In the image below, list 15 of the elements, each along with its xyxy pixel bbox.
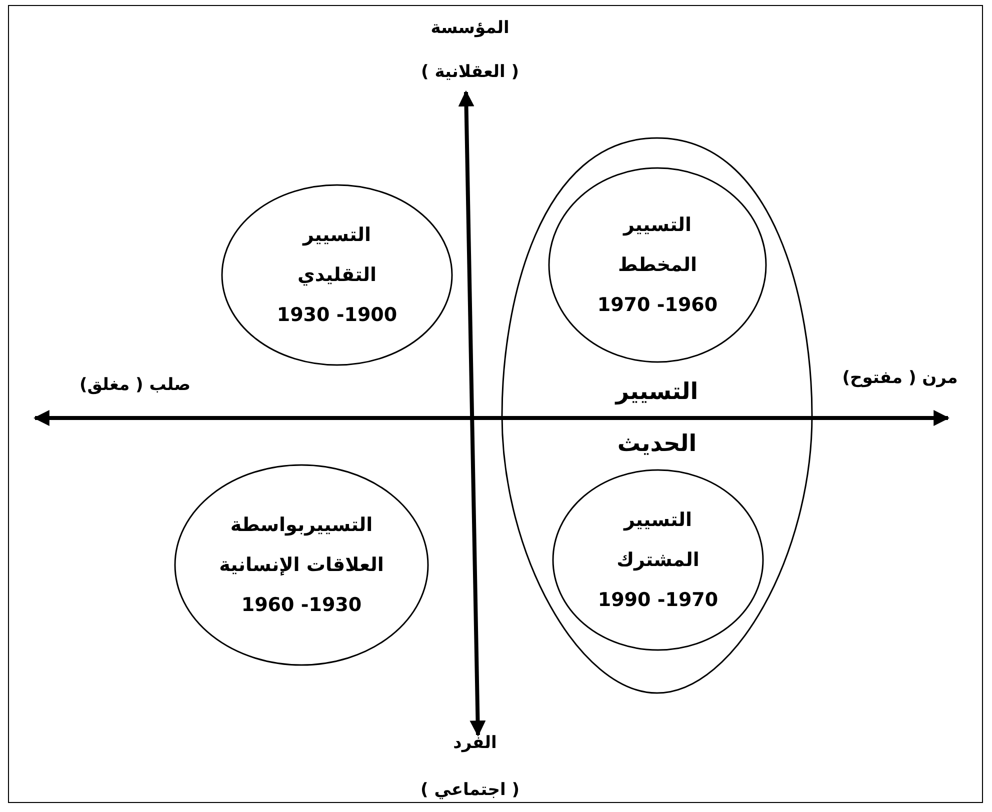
axis-label: ( اجتماعي ) (420, 780, 520, 800)
year-range: 1990 -1970 (598, 588, 718, 613)
year-range: 1960 -1930 (241, 593, 362, 618)
ellipse-title: التسيير المخطط (617, 213, 698, 278)
axis-label: ( العقلانية ) (421, 62, 519, 82)
year-range: 1970 -1960 (597, 293, 718, 318)
axis-label: مرن ( مفتوح) (842, 368, 958, 388)
axis-label: المؤسسة (430, 18, 510, 38)
ellipse-title: التسيير المشترك (616, 508, 700, 573)
axis-label: صلب ( مغلق) (79, 375, 191, 395)
year-range: 1930 -1900 (276, 303, 398, 328)
ellipse-title: التسييربواسطة العلاقات الإنسانية (218, 513, 385, 578)
ellipse-title: التسيير التقليدي (296, 223, 378, 288)
axis-label: الفرد (453, 733, 497, 753)
ellipse-title: التسيير الحديث (614, 378, 700, 459)
